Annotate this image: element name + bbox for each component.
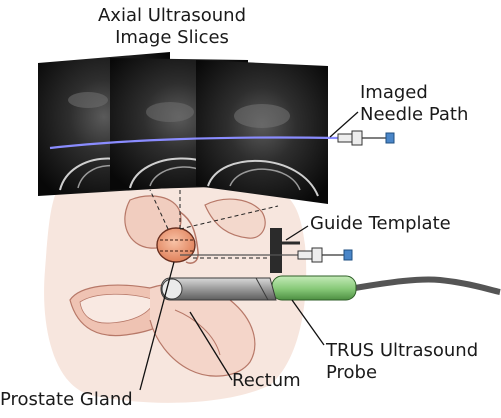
probe-cable: [355, 279, 500, 292]
label-needle-path-line1: Imaged: [360, 82, 468, 104]
label-prostate-gland: Prostate Gland: [0, 389, 133, 411]
probe-handle: [272, 276, 356, 300]
needle-hub-top: [338, 131, 394, 145]
ultrasound-slice-3: [196, 60, 328, 204]
label-rectum: Rectum: [232, 370, 301, 392]
prostate-gland: [157, 228, 195, 262]
label-ultrasound-slices-line2: Image Slices: [72, 27, 272, 49]
label-trus-probe: TRUS Ultrasound Probe: [326, 340, 478, 384]
label-guide-template: Guide Template: [310, 213, 451, 235]
label-ultrasound-slices: Axial Ultrasound Image Slices: [72, 5, 272, 49]
label-needle-path: Imaged Needle Path: [360, 82, 468, 126]
trus-probe: [161, 276, 500, 300]
label-trus-probe-line1: TRUS Ultrasound: [326, 340, 478, 362]
ultrasound-slices: [38, 52, 328, 204]
label-trus-probe-line2: Probe: [326, 362, 478, 384]
label-ultrasound-slices-line1: Axial Ultrasound: [72, 5, 272, 27]
label-needle-path-line2: Needle Path: [360, 104, 468, 126]
